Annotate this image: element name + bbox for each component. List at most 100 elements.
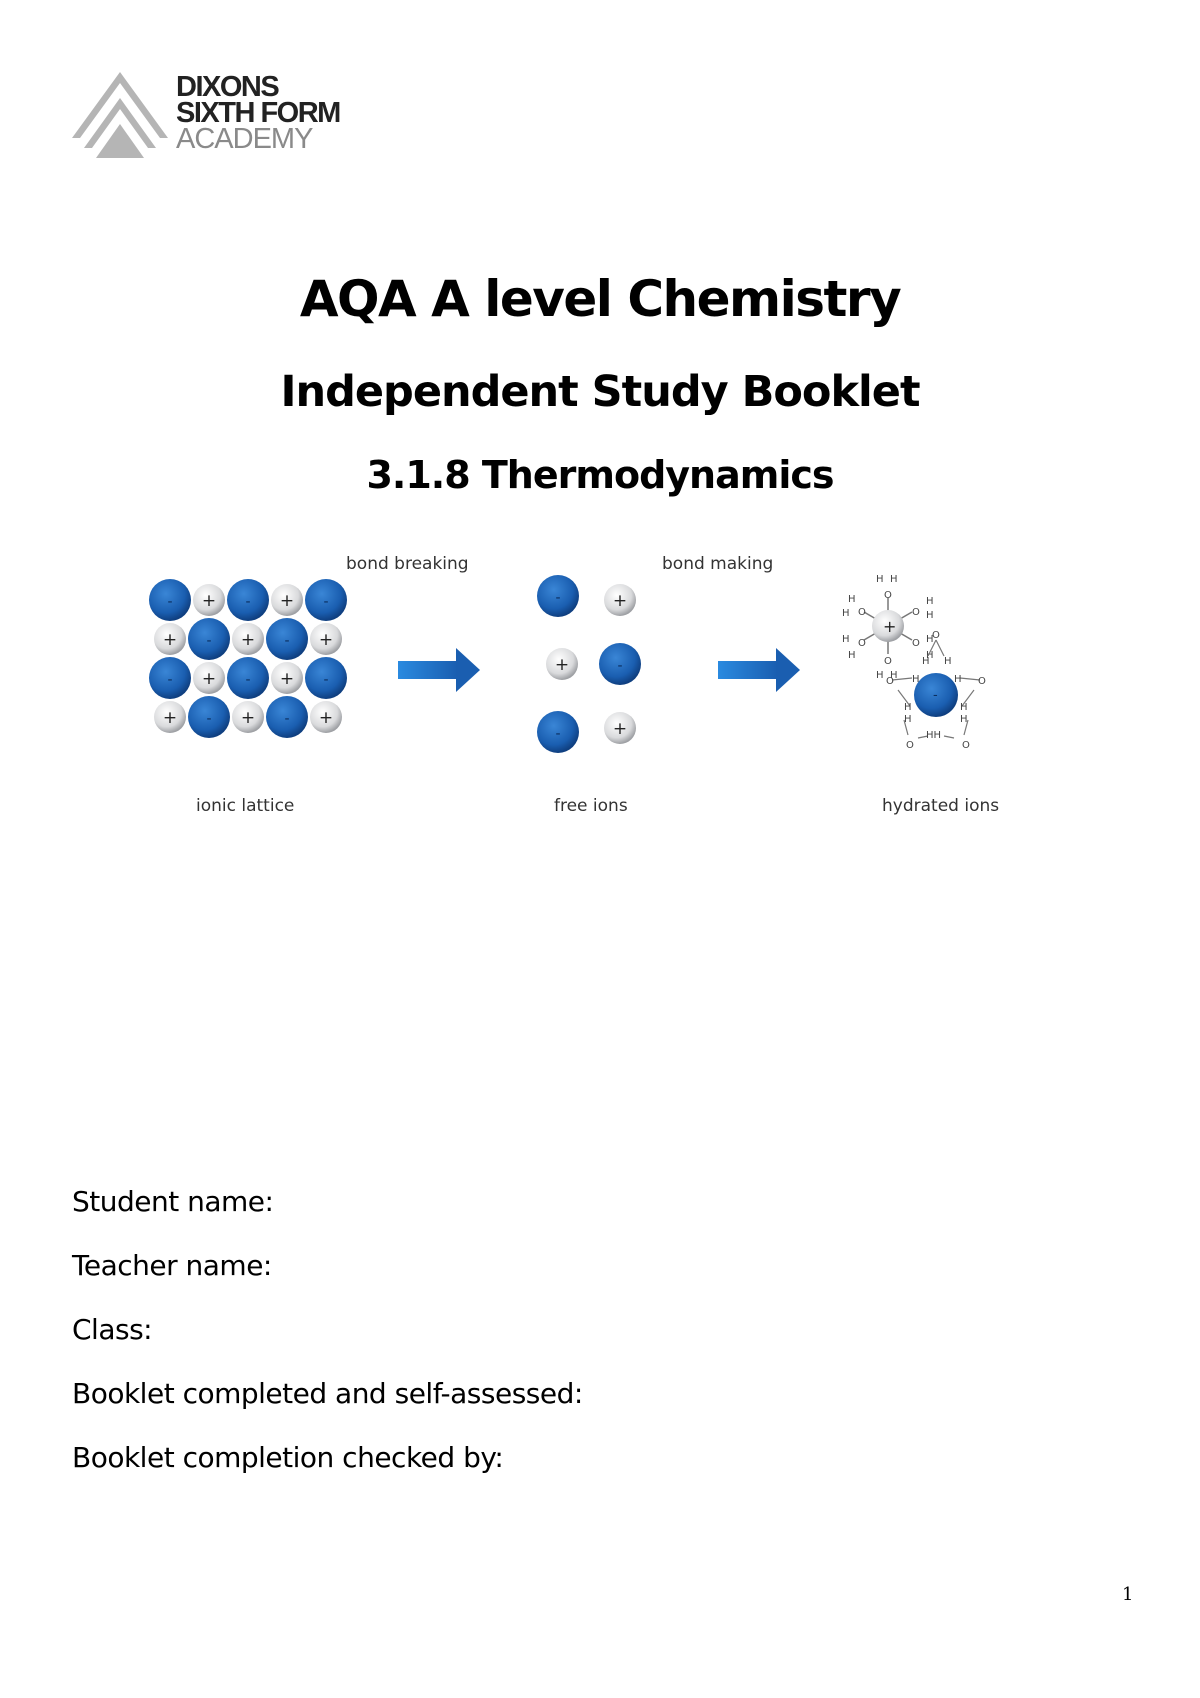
bond-making-label: bond making [662, 554, 774, 574]
cation-icon [271, 584, 303, 616]
logo-line-3: ACADEMY [176, 123, 313, 155]
svg-text:H: H [890, 574, 898, 585]
svg-text:+: + [280, 591, 294, 611]
anion-icon [227, 579, 269, 621]
svg-text:+: + [163, 630, 177, 650]
cation-icon [193, 584, 225, 616]
svg-text:H: H [926, 650, 934, 661]
svg-text:+: + [163, 708, 177, 728]
svg-text:H: H [912, 674, 920, 685]
svg-text:-: - [206, 711, 211, 727]
svg-text:+: + [613, 719, 627, 739]
class-label: Class: [72, 1313, 153, 1346]
svg-text:+: + [241, 630, 255, 650]
svg-text:H: H [960, 702, 968, 713]
svg-text:H: H [848, 650, 856, 661]
svg-text:O: O [978, 676, 986, 687]
student-name-label: Student name: [72, 1185, 274, 1218]
svg-text:+: + [280, 669, 294, 689]
document-subtitle: Independent Study Booklet [280, 367, 920, 417]
cation-icon [546, 648, 578, 680]
svg-text:+: + [319, 708, 333, 728]
svg-text:H: H [842, 608, 850, 619]
free-ions-label: free ions [554, 796, 628, 816]
anion-icon [305, 579, 347, 621]
page-number: 1 [1122, 1584, 1134, 1605]
svg-text:H: H [904, 702, 912, 713]
svg-text:O: O [858, 638, 866, 649]
svg-text:H: H [960, 714, 968, 725]
ionic-lattice: -+-+-+-+-+-+-+-+-+-+ [149, 579, 347, 738]
bond-breaking-label: bond breaking [346, 554, 469, 574]
cation-icon [232, 701, 264, 733]
arrow-right-icon [398, 648, 480, 692]
booklet-completed-label: Booklet completed and self-assessed: [72, 1377, 583, 1410]
svg-text:-: - [245, 594, 250, 610]
svg-text:H: H [926, 596, 934, 607]
svg-text:H: H [876, 574, 884, 585]
logo-line-1: DIXONS [176, 71, 280, 103]
logo-line-2: SIXTH FORM [176, 97, 341, 129]
anion-icon [266, 696, 308, 738]
chevron-logo-icon [72, 72, 168, 158]
svg-text:-: - [933, 688, 938, 703]
anion-icon [537, 575, 579, 617]
cation-icon [604, 584, 636, 616]
svg-text:O: O [886, 676, 894, 687]
svg-text:HH: HH [926, 730, 941, 741]
svg-text:+: + [613, 591, 627, 611]
anion-icon [537, 711, 579, 753]
svg-text:H: H [954, 674, 962, 685]
svg-text:O: O [962, 740, 970, 751]
svg-text:H: H [890, 670, 898, 681]
anion-icon [266, 618, 308, 660]
cation-icon [154, 701, 186, 733]
ionic-lattice-label: ionic lattice [196, 796, 295, 816]
document-title: AQA A level Chemistry [299, 270, 902, 328]
svg-text:+: + [883, 617, 896, 636]
svg-text:H: H [848, 594, 856, 605]
anion-icon [227, 657, 269, 699]
svg-text:-: - [167, 594, 172, 610]
cation-icon [310, 701, 342, 733]
svg-text:H: H [904, 714, 912, 725]
arrow-right-icon [718, 648, 800, 692]
svg-text:O: O [884, 656, 892, 667]
svg-text:-: - [167, 672, 172, 688]
anion-icon [305, 657, 347, 699]
svg-text:+: + [241, 708, 255, 728]
svg-text:H: H [876, 670, 884, 681]
svg-text:O: O [912, 638, 920, 649]
hydrated-ions-label: hydrated ions [882, 796, 1000, 816]
svg-text:+: + [202, 591, 216, 611]
teacher-name-label: Teacher name: [72, 1249, 272, 1282]
topic-title: 3.1.8 Thermodynamics [366, 453, 834, 497]
svg-text:H: H [944, 656, 952, 667]
logo-wordmark: DIXONS SIXTH FORM ACADEMY [176, 71, 341, 155]
svg-text:-: - [323, 594, 328, 610]
booklet-checked-label: Booklet completion checked by: [72, 1441, 504, 1474]
svg-text:-: - [555, 590, 560, 606]
cation-icon [193, 662, 225, 694]
svg-text:H: H [922, 656, 930, 667]
svg-text:-: - [284, 711, 289, 727]
free-ions: -++--+ [537, 575, 641, 753]
svg-text:-: - [323, 672, 328, 688]
svg-text:H: H [926, 610, 934, 621]
svg-text:O: O [884, 590, 892, 601]
anion-icon [599, 643, 641, 685]
svg-text:+: + [555, 655, 569, 675]
cation-icon [271, 662, 303, 694]
svg-text:H: H [926, 634, 934, 645]
school-logo: DIXONS SIXTH FORM ACADEMY [72, 72, 344, 158]
svg-text:-: - [284, 633, 289, 649]
svg-text:O: O [906, 740, 914, 751]
svg-text:-: - [245, 672, 250, 688]
svg-text:O: O [912, 607, 920, 618]
svg-text:-: - [617, 658, 622, 674]
svg-text:H: H [842, 634, 850, 645]
cation-icon [604, 712, 636, 744]
